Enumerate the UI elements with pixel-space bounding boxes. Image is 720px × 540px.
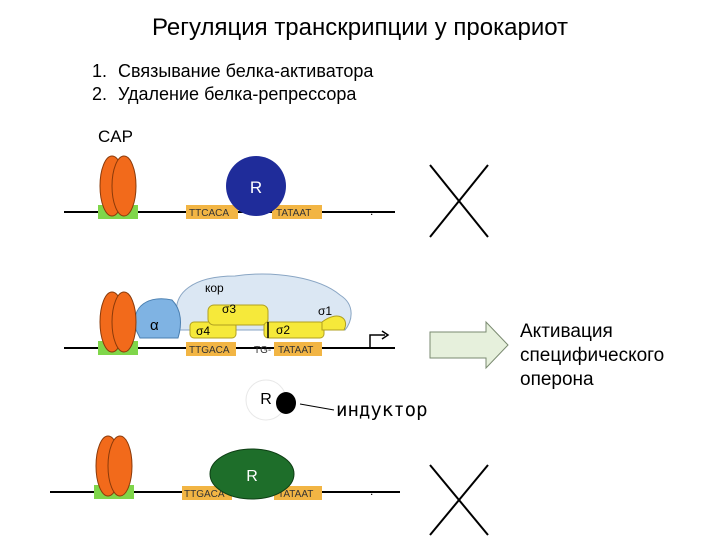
activation-arrow-icon	[429, 320, 509, 370]
point-number: 1.	[92, 61, 108, 81]
promoter-box-35	[186, 342, 236, 356]
transcription-start-arrow	[369, 334, 385, 348]
dna-dot: .	[370, 484, 373, 498]
repressor-label: R	[260, 391, 272, 408]
sigma1-subunit	[321, 315, 346, 331]
sigma4-label: σ4	[196, 324, 210, 338]
promoter-box-10	[272, 205, 322, 219]
panel-repressed-2: TTGACA TATAAT R .	[50, 435, 400, 500]
activation-text-line: Активация	[520, 321, 613, 342]
alpha-subunit	[134, 298, 181, 339]
sigma2-label: σ2	[276, 323, 290, 337]
points-list: 1. Связывание белка-активатора 2. Удаление…	[92, 60, 373, 106]
activation-text-line: специфического	[520, 345, 665, 366]
page-title: Регуляция транскрипции у прокариот	[151, 14, 569, 41]
tataat-label: TATAAT	[278, 489, 313, 500]
repressor-inductor-complex: R	[245, 379, 335, 421]
inductor-label: индуктор	[336, 399, 428, 421]
sigma3-label: σ3	[222, 302, 236, 316]
ttgaca-label: TTGACA	[189, 345, 230, 356]
promoter-box-10	[274, 486, 322, 500]
cross-icon	[429, 164, 489, 238]
tataat-label: TATAAT	[278, 345, 313, 356]
repressor-protein	[226, 156, 286, 216]
ttcaca-label: TTCACA	[189, 208, 229, 219]
promoter-box-10	[274, 342, 322, 356]
sigma3-subunit	[207, 304, 269, 326]
cap-label: CAP	[98, 127, 133, 146]
repressor-protein	[209, 448, 295, 500]
panel-repressed: TTCACA TATAAT R .	[64, 155, 395, 219]
cap-protein	[111, 155, 137, 217]
ttgaca-label: TTGACA	[184, 489, 225, 500]
point-text: Удаление белка-репрессора	[118, 84, 357, 104]
core-label: кор	[205, 281, 224, 295]
sigma1-label: σ1	[318, 304, 332, 318]
cap-protein	[107, 435, 133, 497]
inductor-pointer	[299, 403, 335, 411]
alpha-label: α	[150, 317, 159, 334]
repressor-label: R	[246, 468, 258, 485]
activation-text-line: оперона	[520, 369, 594, 390]
tg-label: TG-	[254, 345, 271, 356]
sigma2-subunit	[263, 321, 325, 339]
point-item: 1. Связывание белка-активатора	[92, 60, 373, 83]
tataat-label: TATAAT	[276, 208, 311, 219]
inductor-molecule	[276, 392, 296, 414]
dna-dot: .	[370, 204, 373, 218]
cross-icon	[429, 464, 489, 536]
promoter-box-35	[186, 205, 238, 219]
point-item: 2. Удаление белка-репрессора	[92, 83, 373, 106]
point-number: 2.	[92, 84, 108, 104]
repressor-label: R	[250, 178, 262, 197]
activation-text: Активация специфического оперона	[520, 320, 664, 392]
panel-activated: кор α TTGACA TG- TATAAT σ4 σ3 σ2 σ1	[64, 273, 395, 356]
cap-protein	[111, 291, 137, 353]
point-text: Связывание белка-активатора	[118, 61, 374, 81]
